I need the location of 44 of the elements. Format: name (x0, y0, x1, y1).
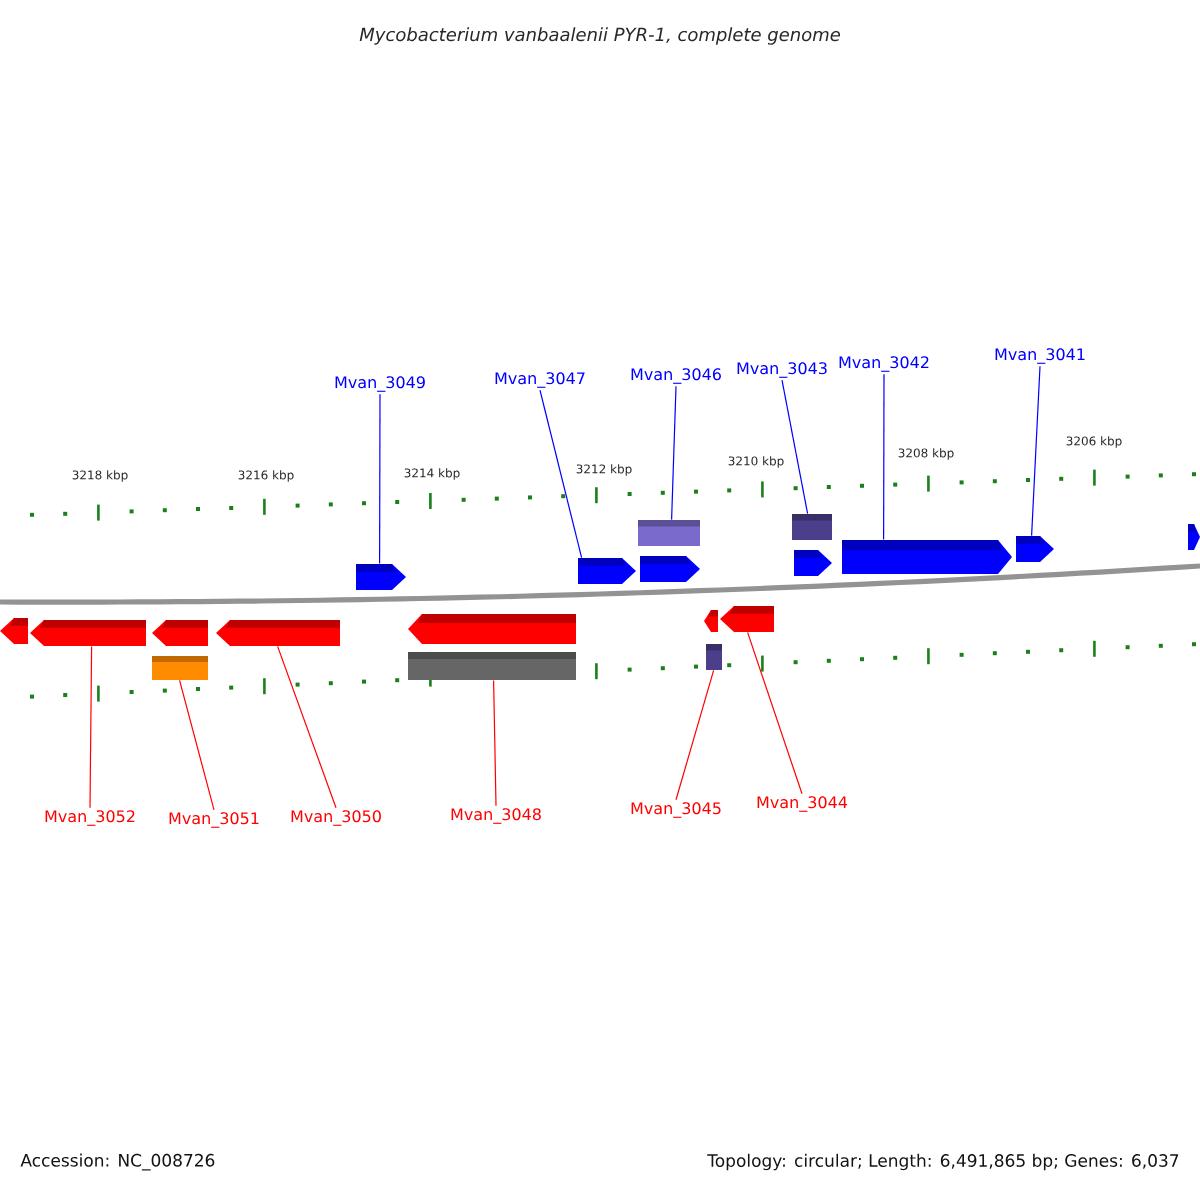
gene-label: Mvan_3045 (631, 802, 721, 818)
gene-feature (578, 558, 636, 584)
leader-line (747, 631, 803, 795)
gene-feature (216, 620, 340, 646)
gene-feature (842, 540, 1012, 574)
leader-line (379, 393, 381, 565)
gene-label: Mvan_3049 (335, 376, 425, 392)
feature-box (792, 514, 832, 540)
leader-line (671, 385, 677, 521)
gene-feature (794, 550, 832, 576)
gene-feature (0, 618, 28, 644)
gene-feature (1188, 524, 1200, 550)
gene-label: Mvan_3047 (495, 372, 585, 388)
footer-text: Accession: NC_008726 (20, 1153, 215, 1171)
leader-line (539, 389, 583, 559)
feature-box (408, 652, 576, 680)
gene-label: Mvan_3050 (291, 810, 381, 826)
gene-label: Mvan_3046 (631, 368, 721, 384)
feature-box (638, 520, 700, 546)
gene-label: Mvan_3052 (45, 810, 135, 826)
leader-line (1031, 365, 1041, 537)
gene-feature (356, 564, 406, 590)
footer-text: Topology: circular; Length: 6,491,865 bp; Genes: 6,037 (707, 1153, 1179, 1171)
leader-line (675, 669, 715, 801)
leader-line (277, 645, 337, 809)
leader-line (89, 645, 93, 809)
gene-label: Mvan_3041 (995, 348, 1085, 364)
title: Mycobacterium vanbaalenii PYR-1, complete genome (359, 27, 841, 45)
gene-feature (704, 610, 718, 632)
gene-feature (152, 620, 208, 646)
gene-feature (1016, 536, 1054, 562)
gene-feature (408, 614, 576, 644)
gene-label: Mvan_3051 (169, 812, 259, 828)
leader-line (179, 679, 215, 811)
gene-label: Mvan_3042 (839, 356, 929, 372)
gene-label: Mvan_3048 (451, 808, 541, 824)
gene-label: Mvan_3044 (757, 796, 848, 812)
leader-line (781, 379, 809, 515)
gene-label: Mvan_3043 (737, 362, 827, 378)
gene-feature (640, 556, 700, 582)
leader-line (493, 679, 497, 807)
leader-line (883, 373, 885, 541)
feature-box (152, 656, 208, 680)
feature-box (706, 644, 722, 670)
